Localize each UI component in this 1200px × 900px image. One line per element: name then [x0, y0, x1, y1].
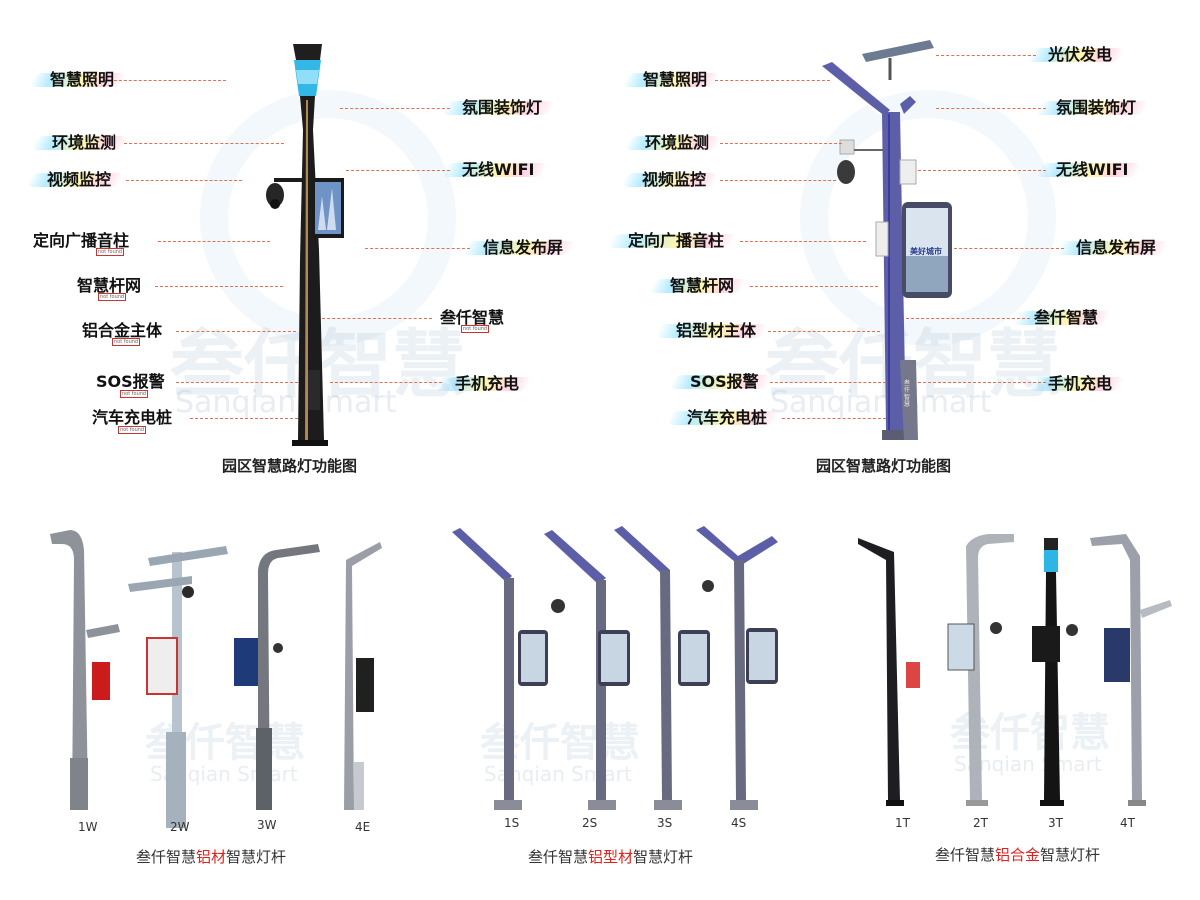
label-smart-lighting: 智慧照明 — [621, 70, 721, 90]
model-code: 3W — [257, 818, 277, 832]
right-diagram-caption: 园区智慧路灯功能图 — [816, 457, 952, 475]
solar-lamp-post-illustration — [821, 40, 952, 440]
not-found-tag: not found — [112, 338, 141, 346]
not-found-tag: not found — [98, 293, 127, 301]
label-phone-charge: 手机充电 — [1026, 374, 1126, 394]
label-info-screen: 信息发布屏 — [1054, 238, 1170, 258]
pole-brand-text: 叁仟智慧 — [904, 380, 911, 408]
label-broadcast: 定向广播音柱 — [33, 231, 130, 250]
pole-set-s — [452, 526, 778, 810]
model-code: 4S — [731, 816, 747, 830]
label-profile-body: 铝型材主体 — [654, 321, 770, 341]
label-ev-charger: 汽车充电桩 — [92, 408, 173, 427]
model-code: 3S — [657, 816, 673, 830]
label-video-monitor: 视频监控 — [25, 170, 125, 190]
label-ev-charger: 汽车充电桩 — [665, 408, 781, 428]
product-group-profile: 叁仟智慧 Sanqian Smart 1S 2S 3S 4S 叁仟智慧铝型材智慧… — [400, 500, 800, 900]
group-caption: 叁仟智慧铝型材智慧灯杆 — [528, 848, 694, 866]
label-alloy-body: 铝合金主体 — [82, 321, 163, 340]
left-diagram-caption: 园区智慧路灯功能图 — [222, 457, 358, 475]
label-info-screen: 信息发布屏 — [461, 238, 577, 258]
model-code: 4T — [1120, 816, 1135, 830]
model-code: 1S — [504, 816, 520, 830]
model-code: 2S — [582, 816, 598, 830]
info-screen-text: 美好城市 — [910, 247, 942, 256]
not-found-tag: not found — [120, 390, 149, 398]
model-code: 2W — [170, 820, 190, 834]
left-diagram: 叁仟智慧 Sanqian Smart 智慧照明 环境监测 视频监控 定向广播音柱… — [0, 0, 600, 480]
label-brand: 叁仟智慧 — [1012, 308, 1112, 328]
label-brand: 叁仟智慧 — [440, 308, 505, 327]
pole-set-w — [50, 530, 382, 828]
label-env-monitor: 环境监测 — [623, 133, 723, 153]
product-group-aluminum: 叁仟智慧 Sanqian Smart 1W 2W 3W 4E 叁仟智慧铝材智慧灯… — [0, 500, 400, 900]
model-code: 4E — [355, 820, 371, 834]
right-diagram: 叁仟智慧 Sanqian Smart 美好城市 叁仟智慧 — [600, 0, 1200, 480]
not-found-tag: not found — [461, 325, 490, 333]
label-sos: SOS报警 — [96, 372, 165, 391]
label-pole-network: 智慧杆网 — [648, 276, 748, 296]
label-sos: SOS报警 — [668, 372, 772, 392]
label-wifi: 无线WIFI — [1034, 160, 1142, 180]
label-solar: 光伏发电 — [1026, 45, 1126, 65]
label-smart-lighting: 智慧照明 — [28, 70, 128, 90]
label-wifi: 无线WIFI — [440, 160, 548, 180]
not-found-tag: not found — [118, 426, 147, 434]
label-ambient-light: 氛围装饰灯 — [1034, 98, 1150, 118]
label-broadcast: 定向广播音柱 — [606, 231, 738, 251]
lamp-post-illustration — [266, 44, 344, 446]
product-group-alloy: 叁仟智慧 Sanqian Smart 1T 2T 3T 4T 叁仟智慧铝合金智慧… — [800, 500, 1200, 900]
model-code: 1W — [78, 820, 98, 834]
group-caption: 叁仟智慧铝合金智慧灯杆 — [935, 846, 1101, 864]
model-code: 2T — [973, 816, 988, 830]
label-env-monitor: 环境监测 — [30, 133, 130, 153]
label-video-monitor: 视频监控 — [620, 170, 720, 190]
label-pole-network: 智慧杆网 — [77, 276, 142, 295]
label-ambient-light: 氛围装饰灯 — [440, 98, 556, 118]
pole-set-t — [858, 534, 1172, 806]
model-code: 1T — [895, 816, 910, 830]
not-found-tag: not found — [96, 248, 125, 256]
model-code: 3T — [1048, 816, 1063, 830]
label-phone-charge: 手机充电 — [433, 374, 533, 394]
group-caption: 叁仟智慧铝材智慧灯杆 — [136, 848, 287, 866]
